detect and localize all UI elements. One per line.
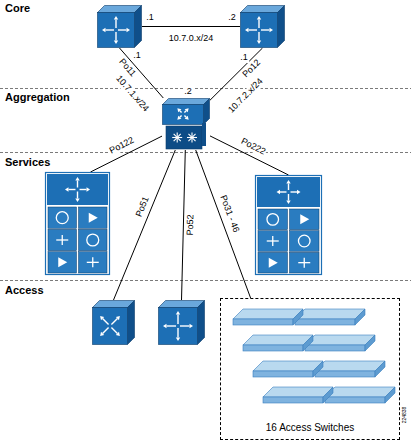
link-label: Po51 — [134, 194, 152, 219]
device-symbol — [158, 300, 205, 345]
subnet-label: 10.7.2.x/24 — [226, 76, 266, 116]
interface-address: .1 — [239, 53, 249, 63]
link-label: Po222 — [239, 137, 268, 158]
link-line — [210, 136, 289, 175]
link-line — [182, 150, 186, 300]
interface-address: .1 — [132, 51, 142, 61]
device-symbol — [240, 5, 285, 48]
core-switch-icon — [240, 5, 285, 48]
node-caption: 16 Access Switches — [266, 422, 354, 434]
device-symbol — [162, 98, 210, 150]
access-switch-icon — [92, 300, 135, 345]
interface-address: .2 — [183, 87, 193, 97]
layer-name: Access — [4, 284, 45, 296]
device-symbol — [97, 5, 142, 48]
layer-divider — [0, 88, 411, 89]
layer-name: Aggregation — [4, 91, 71, 103]
aggregation-switch-icon — [162, 98, 210, 150]
switch-stack-illustration — [221, 299, 401, 441]
access-switch-group: 16 Access Switches — [220, 298, 400, 440]
link-line — [114, 150, 176, 300]
figure-number: 224838 — [402, 406, 408, 425]
layer-name: Core — [4, 2, 31, 14]
link-label: Po31 - 46 — [217, 193, 241, 235]
link-label: Po122 — [107, 135, 136, 156]
subnet-label: 10.7.1.x/24 — [112, 73, 150, 115]
layer-name: Services — [4, 156, 51, 168]
layer-divider — [0, 280, 411, 281]
device-symbol — [92, 300, 135, 345]
device-symbol — [45, 172, 110, 275]
link-line — [91, 136, 163, 172]
interface-address: .2 — [227, 13, 237, 23]
link-label: Po52 — [186, 214, 196, 237]
link-line — [142, 26, 240, 27]
interface-address: .1 — [145, 13, 155, 23]
link-label: 10.7.0.x/24 — [168, 34, 215, 44]
services-chassis-icon — [45, 172, 110, 275]
device-symbol — [255, 175, 322, 275]
services-chassis-icon — [255, 175, 322, 275]
layer-divider — [0, 152, 411, 153]
access-switch-icon — [158, 300, 205, 345]
link-line — [196, 150, 251, 298]
core-switch-icon — [97, 5, 142, 48]
